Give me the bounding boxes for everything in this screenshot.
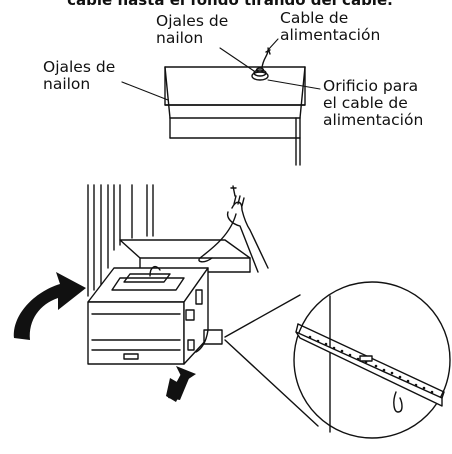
label-nylon-grommets-top: Ojales de nailon bbox=[156, 12, 229, 47]
power-cord-top bbox=[261, 49, 269, 69]
leader-lines bbox=[121, 38, 321, 101]
cord-hole-grommet bbox=[251, 67, 269, 81]
hand-holding-cord bbox=[198, 185, 269, 273]
label-power-cord: Cable de alimentación bbox=[280, 9, 381, 44]
cabinet-illustration bbox=[164, 66, 306, 166]
instruction-caption: cable hasta el fondo tirando del cable. bbox=[67, 0, 393, 9]
up-arrow bbox=[13, 272, 87, 340]
window-frame bbox=[87, 184, 251, 297]
push-arrow bbox=[166, 366, 196, 402]
label-nylon-grommets-left: Ojales de nailon bbox=[43, 58, 116, 93]
mounting-rail-holes bbox=[308, 335, 434, 394]
power-cord-zoom bbox=[393, 391, 403, 413]
label-power-cord-hole: Orificio para el cable de alimentación bbox=[323, 77, 424, 129]
zoom-callout bbox=[224, 281, 451, 439]
microwave-illustration bbox=[87, 265, 223, 365]
